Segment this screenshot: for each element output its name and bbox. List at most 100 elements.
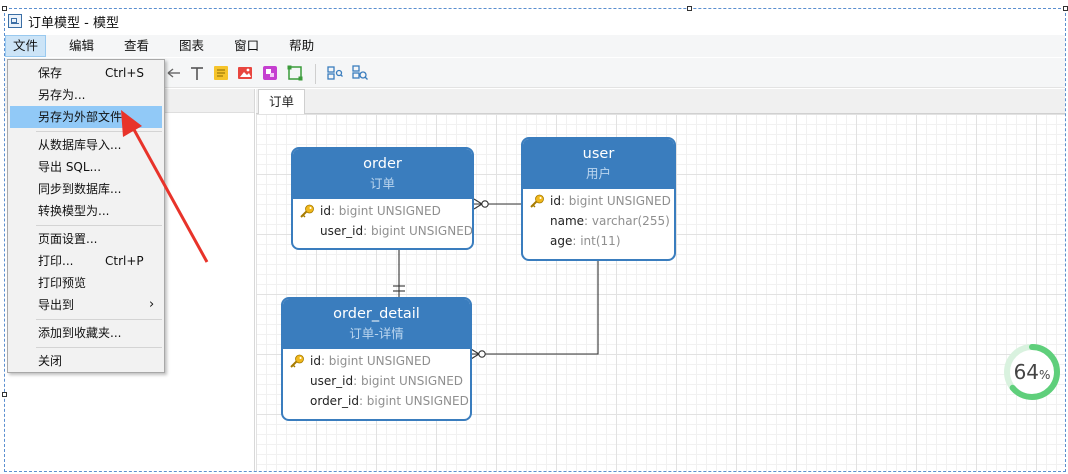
- menu-item-label: 保存: [38, 66, 63, 80]
- model-app-icon: [8, 14, 22, 28]
- entity-alias: 用户: [585, 166, 611, 181]
- entity-alias: 订单: [369, 176, 395, 191]
- layer-tool-icon[interactable]: [287, 65, 303, 81]
- diagram-canvas[interactable]: order 订单 id: bigint UNSIGNED user_id: bi…: [256, 114, 1065, 472]
- progress-ring: [1004, 344, 1060, 400]
- tab-order-diagram[interactable]: 订单: [258, 89, 306, 114]
- title-bar: 订单模型 - 模型: [5, 9, 1065, 33]
- menu-item-save-as[interactable]: 另存为...: [10, 84, 162, 106]
- menu-item-label: 页面设置...: [38, 232, 98, 246]
- field-row[interactable]: order_id: bigint UNSIGNED: [283, 391, 470, 411]
- menu-window[interactable]: 窗口: [234, 38, 260, 53]
- text-tool-icon[interactable]: [189, 65, 205, 81]
- field-name: id: [320, 204, 331, 218]
- file-menu-dropdown: 保存 Ctrl+S 另存为... 另存为外部文件... 从数据库导入... 导出 …: [7, 59, 165, 373]
- field-row[interactable]: id: bigint UNSIGNED: [283, 351, 470, 371]
- progress-indicator: 64%: [1003, 343, 1061, 401]
- relation-tool-icon[interactable]: [165, 65, 181, 81]
- menu-item-save-as-external[interactable]: 另存为外部文件...: [10, 106, 162, 128]
- primary-key-icon: [290, 354, 304, 368]
- field-row[interactable]: id: bigint UNSIGNED: [523, 191, 674, 211]
- submenu-arrow-icon: ›: [149, 297, 155, 312]
- menu-item-import-db[interactable]: 从数据库导入...: [10, 134, 162, 156]
- menu-item-label: 从数据库导入...: [38, 138, 122, 152]
- menu-item-shortcut: Ctrl+S: [105, 66, 145, 80]
- menu-separator: [36, 319, 162, 320]
- search-model-icon[interactable]: [352, 65, 368, 81]
- primary-key-icon: [300, 204, 314, 218]
- menu-item-convert-model[interactable]: 转换模型为...: [10, 200, 162, 222]
- menu-item-label: 导出 SQL...: [38, 160, 102, 174]
- menu-help[interactable]: 帮助: [289, 38, 315, 53]
- entity-name: order: [363, 156, 402, 172]
- menu-item-label: 打印...: [38, 254, 74, 268]
- field-name: id: [550, 194, 561, 208]
- menu-item-save[interactable]: 保存 Ctrl+S: [10, 62, 162, 84]
- menu-item-print[interactable]: 打印... Ctrl+P: [10, 250, 162, 272]
- toolbar-separator: [315, 64, 316, 84]
- menu-item-print-preview[interactable]: 打印预览: [10, 272, 162, 294]
- progress-value: 64: [1013, 360, 1040, 384]
- field-name: name: [550, 214, 585, 228]
- field-row[interactable]: age: int(11): [523, 231, 674, 251]
- field-row[interactable]: id: bigint UNSIGNED: [293, 201, 472, 221]
- entity-alias: 订单-详情: [349, 326, 404, 341]
- field-type: : bigint UNSIGNED: [353, 374, 464, 388]
- menu-view[interactable]: 查看: [124, 38, 150, 53]
- window-title: 订单模型 - 模型: [28, 15, 119, 31]
- menu-item-label: 关闭: [38, 354, 63, 368]
- resize-handle-left[interactable]: [2, 392, 7, 397]
- menu-diagram[interactable]: 图表: [179, 38, 205, 53]
- entity-order-detail[interactable]: order_detail 订单-详情 id: bigint UNSIGNED u…: [281, 297, 472, 421]
- menu-item-label: 同步到数据库...: [38, 182, 122, 196]
- menu-item-export-sql[interactable]: 导出 SQL...: [10, 156, 162, 178]
- menu-item-sync-db[interactable]: 同步到数据库...: [10, 178, 162, 200]
- field-name: user_id: [320, 224, 364, 238]
- entity-name: user: [582, 146, 615, 162]
- field-type: : varchar(255): [584, 214, 670, 228]
- toolbar: [5, 58, 1065, 88]
- menu-item-add-favorites[interactable]: 添加到收藏夹...: [10, 322, 162, 344]
- tab-strip: 订单: [256, 89, 1065, 114]
- field-name: user_id: [310, 374, 354, 388]
- menu-edit[interactable]: 编辑: [69, 38, 95, 53]
- field-type: : bigint UNSIGNED: [320, 354, 431, 368]
- field-type: : bigint UNSIGNED: [560, 194, 671, 208]
- entity-header: order 订单: [293, 149, 472, 199]
- relation-user-orderdetail[interactable]: [471, 260, 599, 355]
- field-row[interactable]: user_id: bigint UNSIGNED: [283, 371, 470, 391]
- field-type: : bigint UNSIGNED: [363, 224, 474, 238]
- field-name: id: [310, 354, 321, 368]
- field-type: : bigint UNSIGNED: [358, 394, 469, 408]
- menu-item-page-setup[interactable]: 页面设置...: [10, 228, 162, 250]
- menu-item-shortcut: Ctrl+P: [105, 254, 144, 268]
- menu-item-label: 导出到: [38, 298, 75, 312]
- image-tool-icon[interactable]: [237, 65, 253, 81]
- field-row[interactable]: name: varchar(255): [523, 211, 674, 231]
- menu-separator: [36, 347, 162, 348]
- resize-handle-top[interactable]: [687, 6, 692, 11]
- entity-user[interactable]: user 用户 id: bigint UNSIGNED name: varcha…: [521, 137, 676, 261]
- menu-item-label: 转换模型为...: [38, 204, 110, 218]
- note-tool-icon[interactable]: [213, 65, 229, 81]
- menu-item-close[interactable]: 关闭: [10, 350, 162, 372]
- menu-file[interactable]: 文件: [5, 35, 47, 57]
- menu-bar: 文件 编辑 查看 图表 窗口 帮助: [5, 35, 1065, 57]
- relationship-lines: [393, 198, 599, 360]
- entity-name: order_detail: [333, 306, 420, 322]
- entity-header: user 用户: [523, 139, 674, 189]
- zoom-fit-icon[interactable]: [327, 65, 343, 81]
- menu-item-label: 另存为...: [38, 88, 86, 102]
- menu-item-export-to[interactable]: 导出到 ›: [10, 294, 162, 316]
- entity-order[interactable]: order 订单 id: bigint UNSIGNED user_id: bi…: [291, 147, 474, 250]
- menu-item-label: 添加到收藏夹...: [38, 326, 122, 340]
- progress-label: 64%: [1003, 343, 1061, 401]
- shape-tool-icon[interactable]: [262, 65, 278, 81]
- field-name: order_id: [310, 394, 359, 408]
- menu-separator: [36, 131, 162, 132]
- menu-separator: [36, 225, 162, 226]
- field-row[interactable]: user_id: bigint UNSIGNED: [293, 221, 472, 241]
- resize-handle-top-left[interactable]: [2, 6, 7, 11]
- progress-unit: %: [1039, 368, 1051, 382]
- resize-handle-top-right[interactable]: [1063, 6, 1068, 11]
